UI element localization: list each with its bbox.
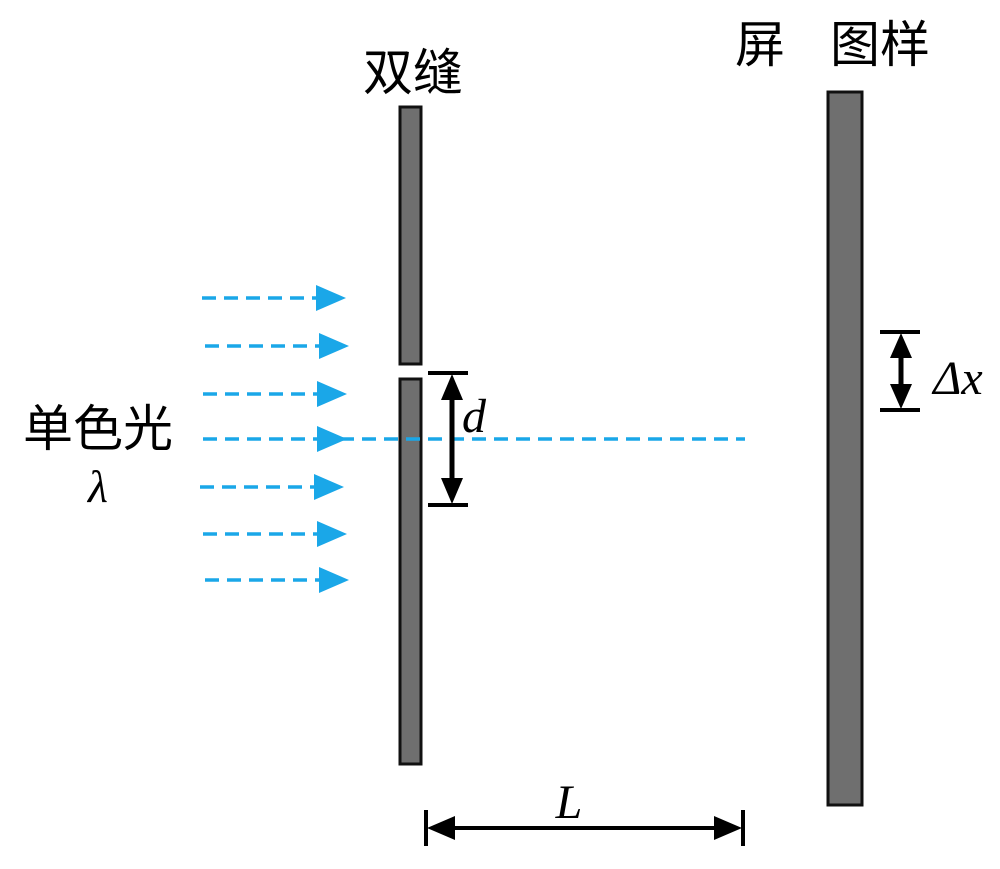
distance-label: L (555, 776, 583, 829)
light-ray-arrow-icon (202, 285, 346, 311)
light-ray-arrow-icon (205, 333, 349, 359)
slit-barrier-lower (398, 377, 423, 766)
fringe-spacing-dimension (880, 330, 920, 412)
arrow-up-icon (441, 374, 463, 400)
arrow-left-icon (427, 816, 455, 840)
slit-separation-dimension (428, 371, 468, 507)
screen-label: 屏 (735, 16, 785, 74)
double-slit-label: 双缝 (363, 44, 463, 102)
light-ray-arrow-icon (203, 381, 347, 407)
arrow-up-icon (890, 333, 912, 358)
distance-dimension (424, 810, 745, 846)
arrow-right-icon (714, 816, 742, 840)
arrow-down-icon (441, 478, 463, 504)
wavelength-label: λ (86, 461, 108, 512)
monochromatic-light-label: 单色光 (23, 400, 173, 458)
arrow-down-icon (890, 384, 912, 409)
slit-barrier-upper (398, 105, 423, 366)
light-ray-arrow-icon (203, 521, 347, 547)
light-ray-arrow-icon (205, 567, 349, 593)
incident-light-rays (200, 285, 349, 593)
slit-separation-label: d (462, 390, 487, 443)
fringe-spacing-label: Δx (931, 352, 982, 405)
screen-panel (826, 90, 864, 807)
pattern-label: 图样 (830, 16, 930, 74)
light-ray-arrow-icon (203, 426, 347, 452)
double-slit-barrier (398, 105, 423, 766)
light-ray-arrow-icon (200, 474, 344, 500)
